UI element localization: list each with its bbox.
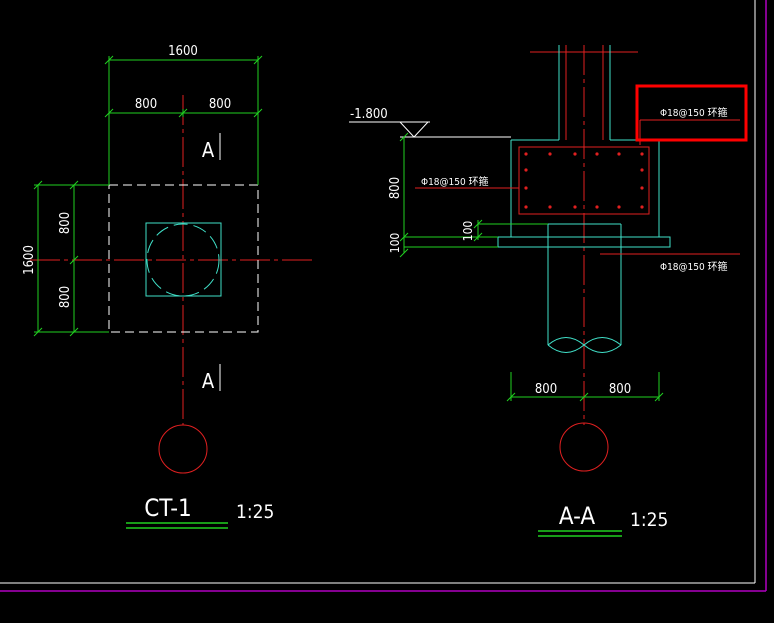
plan-view: 1600 800 800 1600 800 800 A A CT-1 1:25 <box>22 44 315 529</box>
plan-pile-axis-bubble <box>158 424 208 474</box>
section-pile-axis-bubble <box>559 422 609 472</box>
section-dim-base: 100 <box>388 233 402 254</box>
section-elevation: -1.800 <box>350 107 388 122</box>
section-title-underline <box>538 530 622 537</box>
section-column-rebar <box>565 45 604 140</box>
section-cap <box>497 139 671 248</box>
section-dim-cap-height: 800 <box>388 177 403 199</box>
plan-dim-right: 800 <box>209 97 231 112</box>
plan-scale: 1:25 <box>236 501 274 523</box>
section-elevation-marker <box>349 121 511 138</box>
plan-section-mark-bottom: A <box>202 369 215 393</box>
plan-dim-total-width: 1600 <box>168 44 198 59</box>
section-centerlines <box>530 45 638 472</box>
section-rebar-label-mid: Φ18@150 环箍 <box>421 175 489 188</box>
section-rebar-leaders <box>415 119 740 255</box>
section-dim-left: 800 <box>535 382 557 397</box>
plan-dim-upper: 800 <box>58 212 73 234</box>
section-view: -1.800 800 100 100 Φ18@150 环箍 Φ18@150 环箍… <box>349 45 748 537</box>
plan-dim-total-height: 1600 <box>22 245 37 275</box>
plan-dim-lower: 800 <box>58 286 73 308</box>
plan-dim-left: 800 <box>135 97 157 112</box>
section-rebar-label-top: Φ18@150 环箍 <box>660 106 728 119</box>
plan-cap-outline <box>108 184 259 333</box>
highlight-box <box>635 84 748 142</box>
section-dimensions <box>399 132 664 402</box>
plan-title-underline <box>126 522 228 529</box>
section-dim-right: 800 <box>609 382 631 397</box>
section-scale: 1:25 <box>630 509 668 531</box>
section-cap-rebar-dots <box>524 152 644 209</box>
section-rebar-label-bottom: Φ18@150 环箍 <box>660 260 728 273</box>
section-cap-rebar-cage <box>518 146 650 215</box>
plan-pile-circle <box>146 223 220 297</box>
drawing-frame <box>0 0 767 592</box>
section-pile <box>547 223 622 353</box>
plan-dimensions <box>33 55 263 337</box>
plan-section-mark-top: A <box>202 138 215 162</box>
plan-title: CT-1 <box>144 494 192 522</box>
section-title: A-A <box>559 502 596 530</box>
section-dim-embed: 100 <box>461 221 475 242</box>
plan-column-square <box>145 222 222 297</box>
plan-centerlines <box>30 95 315 474</box>
section-column <box>558 45 611 140</box>
